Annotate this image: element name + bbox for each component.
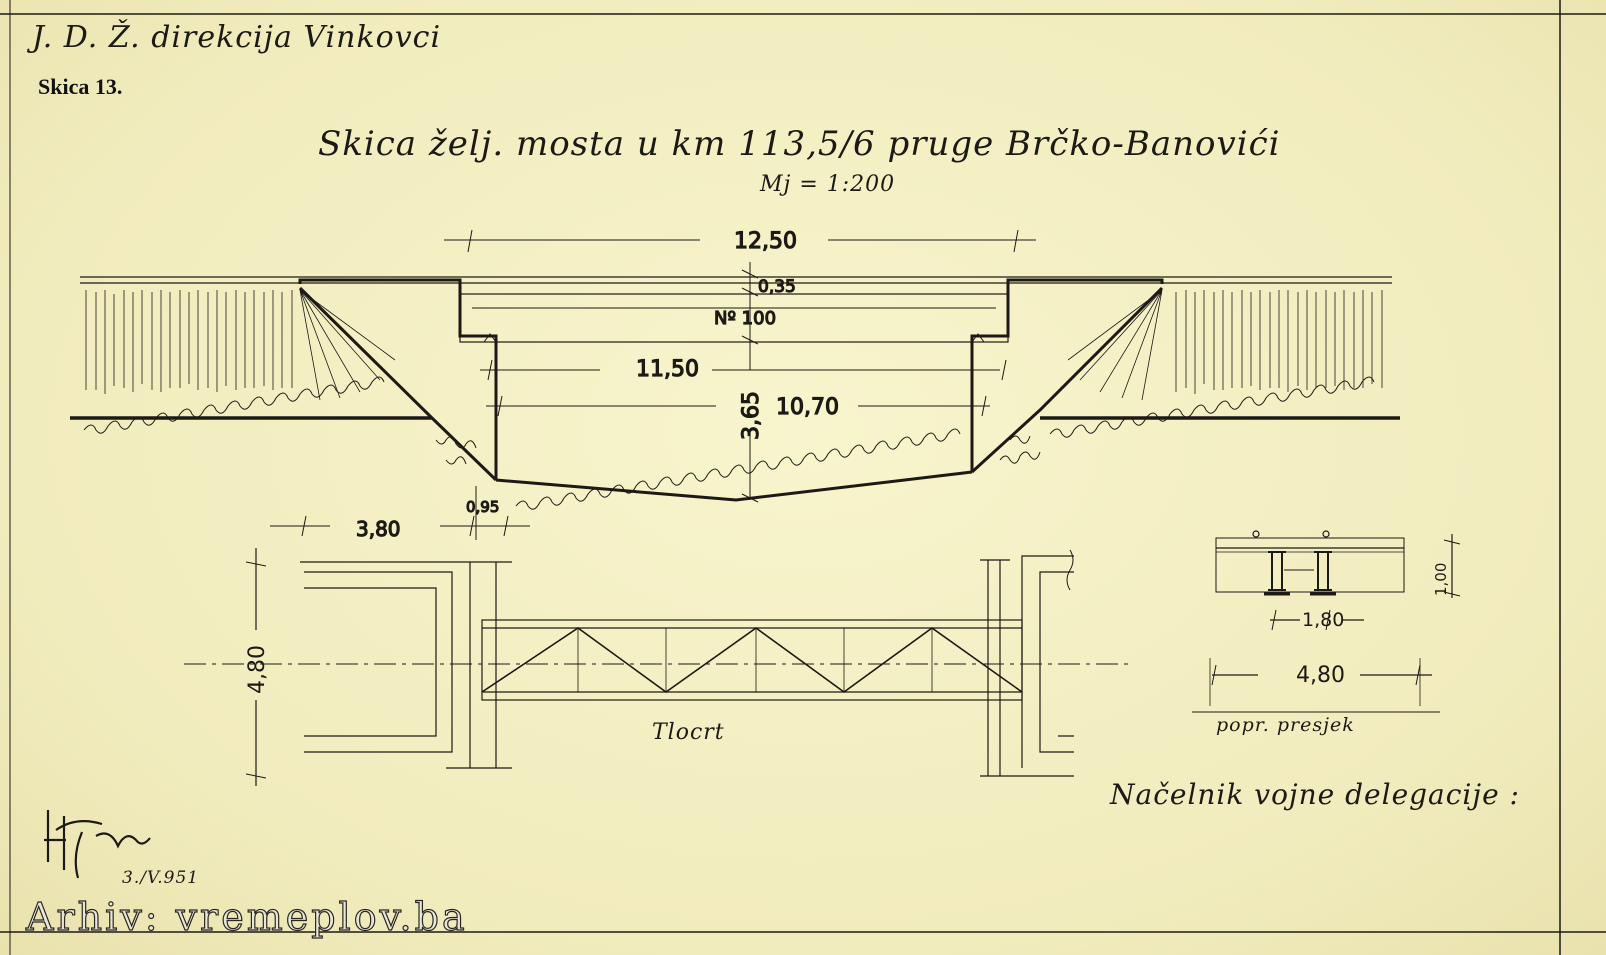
girder-left [1268, 551, 1286, 591]
cross-section-label: popr. presjek [1216, 714, 1355, 736]
girder-right [1314, 551, 1332, 591]
elevation-view: 12,50 0,35 Nº 100 11,50 10,70 3,65 0,95 … [70, 228, 1400, 542]
organization-label: J. D. Ž. direkcija Vinkovci [32, 20, 442, 55]
dim-span-total: 12,50 [734, 229, 797, 254]
dim-height: 3,65 [739, 391, 764, 440]
abutment-right [970, 278, 1164, 472]
dimension-lines [270, 229, 1036, 540]
chief-label: Načelnik vojne delegacije : [1110, 778, 1520, 811]
dim-abutment-length: 3,80 [356, 517, 401, 541]
slope-right [970, 286, 1164, 474]
archive-watermark: Arhiv: vremeplov.ba [25, 894, 468, 939]
dim-girder-height: 1,00 [1432, 563, 1450, 596]
plan-label: Tlocrt [652, 720, 725, 745]
riverbed [495, 470, 973, 502]
slope-left [298, 286, 498, 482]
scale-label: Mj = 1:200 [760, 172, 896, 197]
embankment-hatch-left [85, 289, 396, 401]
plan-view: 4,80 [184, 548, 1132, 786]
soil-texture [83, 376, 1375, 510]
dim-offset: 0,95 [466, 498, 499, 516]
cross-section-view: 1,00 1,80 4,80 [1192, 530, 1461, 713]
dim-plan-width: 4,80 [245, 645, 270, 694]
embankment-hatch-right [1067, 289, 1383, 401]
dim-span-clear: 11,50 [636, 357, 699, 382]
truss [481, 619, 1023, 701]
dim-span-inner: 10,70 [776, 395, 839, 420]
signature-date: 3./V.951 [122, 868, 200, 888]
plan-abutment-right [1021, 555, 1074, 768]
girder [459, 293, 1009, 343]
dim-section-width: 4,80 [1296, 663, 1345, 688]
dim-deck-thickness: 0,35 [758, 277, 796, 297]
dim-beam-profile: Nº 100 [714, 308, 776, 329]
drawing-title: Skica želj. mosta u km 113,5/6 pruge Brč… [318, 124, 1281, 164]
signature [44, 810, 151, 879]
dim-girder-spacing: 1,80 [1302, 609, 1344, 631]
sketch-number: Skica 13. [38, 74, 123, 99]
plan-abutment-left [304, 571, 453, 753]
